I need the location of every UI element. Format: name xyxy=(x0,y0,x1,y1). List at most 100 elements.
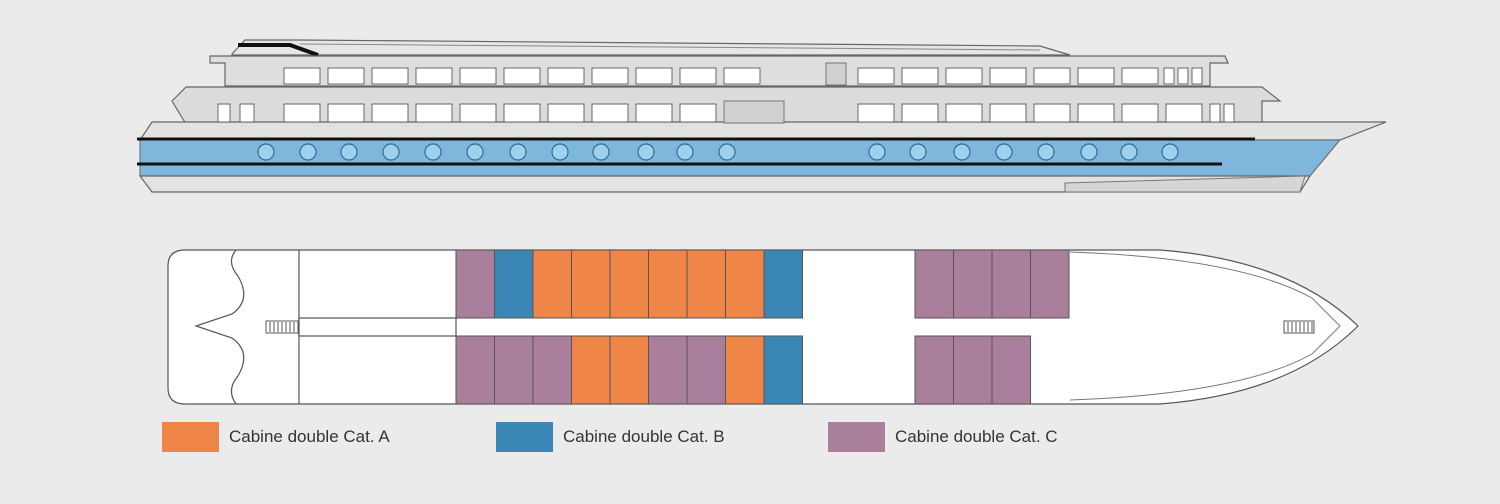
cabin-cat-c xyxy=(648,335,688,405)
porthole xyxy=(424,143,442,161)
window xyxy=(1033,103,1071,123)
window xyxy=(679,103,717,123)
cabin-cat-a xyxy=(725,335,765,405)
porthole xyxy=(909,143,927,161)
middle-deck-windows xyxy=(217,100,1235,124)
legend: Cabine double Cat. A Cabine double Cat. … xyxy=(0,421,1500,453)
window xyxy=(679,67,717,85)
cabin-cat-b xyxy=(494,249,534,319)
cabin-cat-c xyxy=(914,249,954,319)
upper-deck-windows xyxy=(283,62,1203,86)
window xyxy=(459,67,497,85)
legend-label-cat-c: Cabine double Cat. C xyxy=(895,427,1058,446)
cabin-cat-c xyxy=(991,335,1031,405)
window xyxy=(723,67,761,85)
legend-item-cat-b: Cabine double Cat. B xyxy=(496,421,725,453)
window xyxy=(901,103,939,123)
window xyxy=(217,103,231,123)
cabin-cat-a xyxy=(609,249,649,319)
cabin-cat-c xyxy=(455,249,495,319)
window xyxy=(547,103,585,123)
window xyxy=(503,67,541,85)
window xyxy=(591,103,629,123)
bow-inner-line xyxy=(1069,251,1341,401)
corridor xyxy=(298,317,457,337)
window xyxy=(283,67,321,85)
hull-portholes xyxy=(257,143,1179,161)
cabin-cat-c xyxy=(455,335,495,405)
cabin-cat-c xyxy=(532,335,572,405)
cabin-cat-a xyxy=(725,249,765,319)
bow-keel xyxy=(1064,175,1306,193)
sun-deck-railing xyxy=(238,43,319,57)
door xyxy=(723,100,785,124)
cabin-cat-c xyxy=(953,249,993,319)
window xyxy=(547,67,585,85)
main-hull-upper xyxy=(138,121,1387,141)
cabin-cat-c xyxy=(494,335,534,405)
cabin-cat-a xyxy=(648,249,688,319)
legend-swatch-cat-b xyxy=(496,422,553,452)
porthole xyxy=(1161,143,1179,161)
legend-item-cat-a: Cabine double Cat. A xyxy=(162,421,390,453)
window xyxy=(1163,67,1175,85)
cabin-cat-b xyxy=(763,249,803,319)
porthole xyxy=(551,143,569,161)
window xyxy=(1077,67,1115,85)
porthole xyxy=(1120,143,1138,161)
cabin-cat-c xyxy=(1030,249,1070,319)
porthole xyxy=(637,143,655,161)
legend-swatch-cat-a xyxy=(162,422,219,452)
window xyxy=(857,103,895,123)
porthole xyxy=(718,143,736,161)
deck-plan xyxy=(167,249,1359,405)
window xyxy=(635,103,673,123)
cabin-cat-a xyxy=(609,335,649,405)
window xyxy=(239,103,255,123)
cabin-cat-c xyxy=(953,335,993,405)
stern-curve xyxy=(194,249,245,405)
window xyxy=(327,103,365,123)
cabin-cat-c xyxy=(991,249,1031,319)
porthole xyxy=(509,143,527,161)
cabin-cat-a xyxy=(571,335,611,405)
stairs-icon-stern xyxy=(265,320,299,334)
window xyxy=(989,103,1027,123)
legend-label-cat-b: Cabine double Cat. B xyxy=(563,427,725,446)
porthole xyxy=(340,143,358,161)
sun-deck-roof xyxy=(231,39,1071,56)
legend-item-cat-c: Cabine double Cat. C xyxy=(828,421,1058,453)
window xyxy=(283,103,321,123)
cabin-cat-a xyxy=(686,249,726,319)
porthole xyxy=(868,143,886,161)
ship-profile xyxy=(137,39,1387,193)
window xyxy=(327,67,365,85)
window xyxy=(945,67,983,85)
porthole xyxy=(1037,143,1055,161)
window xyxy=(1223,103,1235,123)
window xyxy=(591,67,629,85)
window xyxy=(901,67,939,85)
legend-swatch-cat-c xyxy=(828,422,885,452)
window xyxy=(1209,103,1221,123)
window xyxy=(989,67,1027,85)
cabin-cat-a xyxy=(571,249,611,319)
porthole xyxy=(466,143,484,161)
window xyxy=(503,103,541,123)
window xyxy=(371,67,409,85)
window xyxy=(1121,67,1159,85)
cabins-top-row xyxy=(455,249,1070,319)
window xyxy=(415,103,453,123)
porthole xyxy=(299,143,317,161)
window xyxy=(1177,67,1189,85)
cabin-cat-c xyxy=(686,335,726,405)
window xyxy=(415,67,453,85)
cabin-cat-b xyxy=(763,335,803,405)
cabin-cat-c xyxy=(914,335,954,405)
window xyxy=(1077,103,1115,123)
window xyxy=(857,67,895,85)
porthole xyxy=(953,143,971,161)
window xyxy=(945,103,983,123)
door xyxy=(825,62,847,86)
